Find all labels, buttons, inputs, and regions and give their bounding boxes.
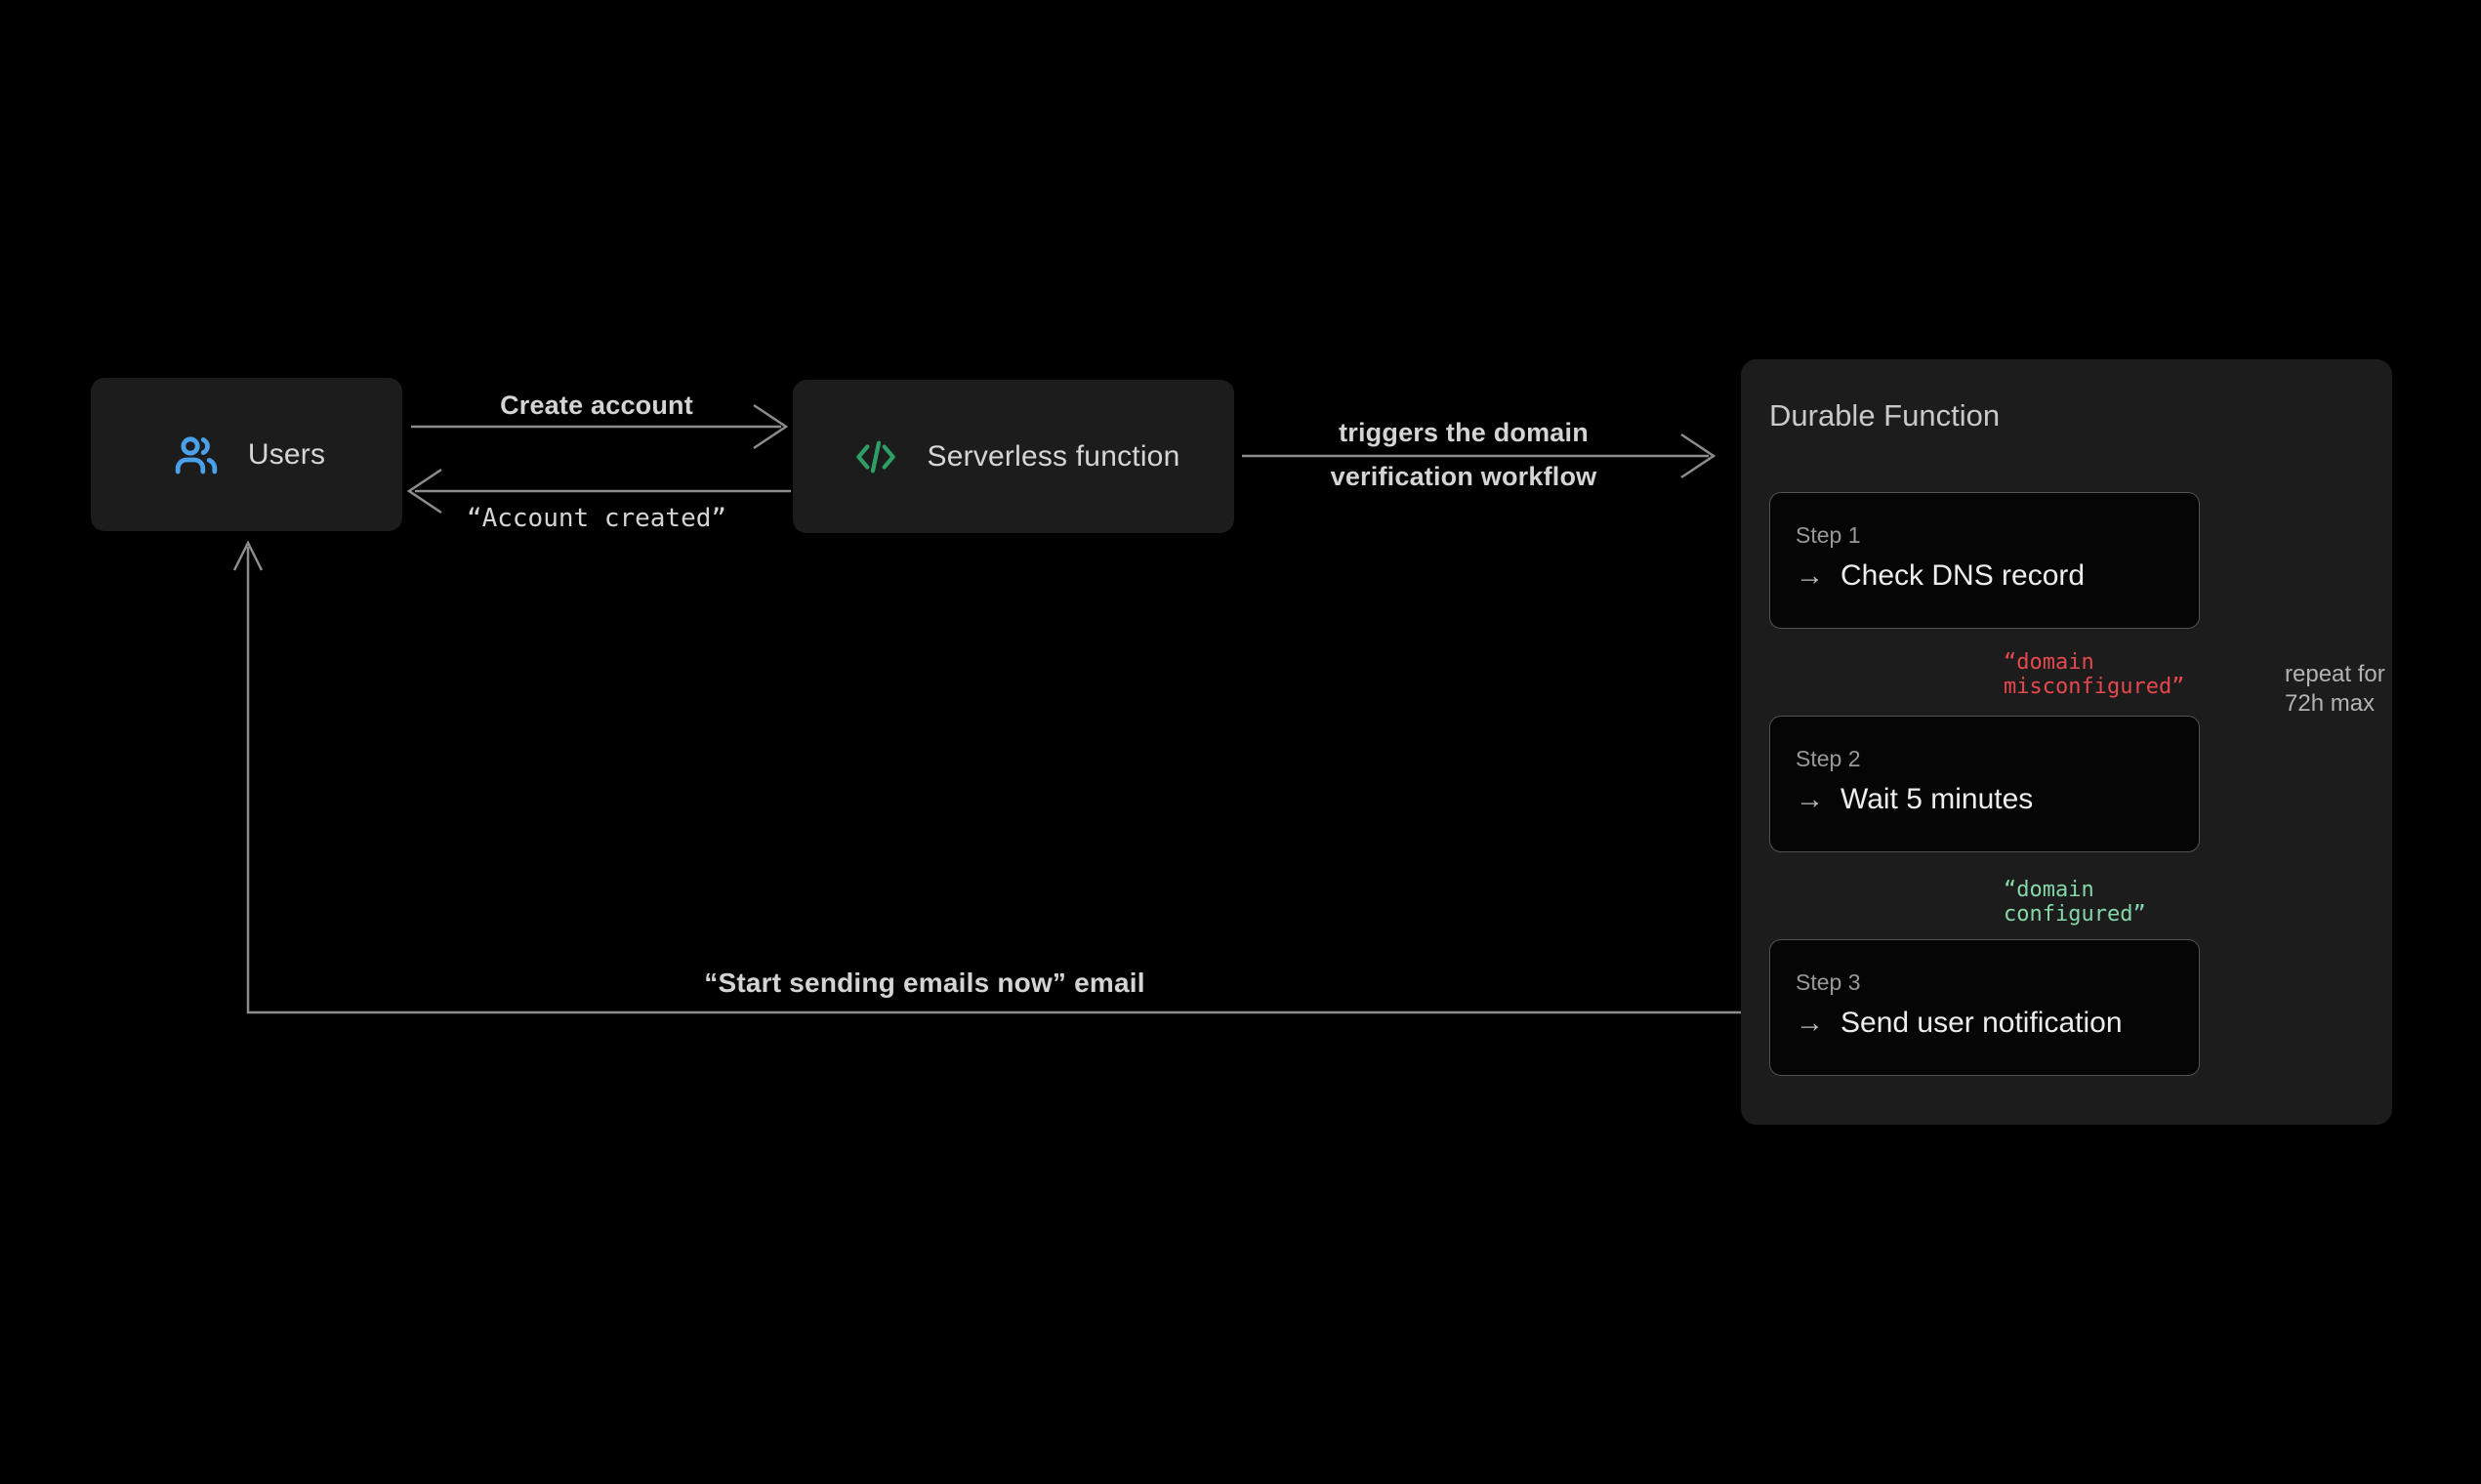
users-icon	[168, 432, 225, 478]
trigger-label-line2: verification workflow	[1330, 462, 1597, 491]
domain-misconfigured-label: “domain misconfigured”	[2004, 650, 2185, 699]
step2-label: Step 2	[1796, 746, 1861, 771]
code-icon	[848, 434, 904, 479]
step2-action: Wait 5 minutes	[1840, 783, 2034, 815]
email-label: “Start sending emails now” email	[704, 968, 1145, 998]
arrow-right-icon: →	[1796, 1007, 1824, 1039]
arrow-right-icon: →	[1796, 559, 1824, 592]
durable-function-panel: Durable Function Step 1 → Check DNS reco…	[1741, 359, 2392, 1125]
serverless-node-label: Serverless function	[927, 439, 1180, 473]
serverless-function-node: Serverless function	[793, 380, 1234, 533]
users-node: Users	[91, 378, 402, 531]
step3-action: Send user notification	[1840, 1007, 2123, 1039]
email-return-arrow	[232, 540, 1769, 1014]
panel-title: Durable Function	[1769, 398, 2001, 433]
account-created-label: “Account created”	[466, 504, 727, 533]
step1-label: Step 1	[1796, 522, 1861, 548]
step3-box: Step 3 → Send user notification	[1769, 939, 2200, 1076]
arrow-right-icon: →	[1796, 783, 1824, 815]
repeat-note: repeat for 72h max	[2285, 661, 2385, 717]
domain-configured-label: “domain configured”	[2004, 878, 2146, 927]
trigger-label-line1: triggers the domain	[1339, 418, 1589, 447]
step3-label: Step 3	[1796, 969, 1861, 995]
step1-action: Check DNS record	[1840, 559, 2086, 592]
step1-box: Step 1 → Check DNS record	[1769, 492, 2200, 629]
create-account-label: Create account	[500, 391, 693, 420]
step2-box: Step 2 → Wait 5 minutes	[1769, 716, 2200, 852]
users-node-label: Users	[247, 437, 326, 471]
